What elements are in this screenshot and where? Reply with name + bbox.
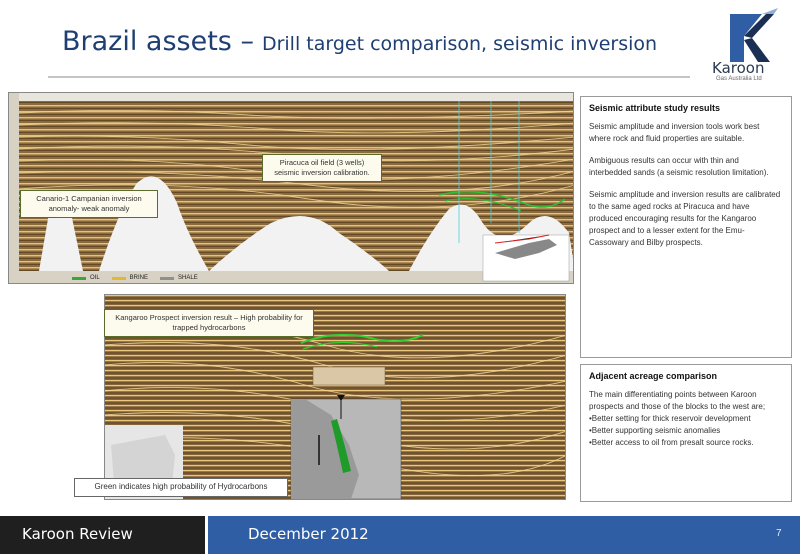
seismic-section-top <box>8 92 574 284</box>
legend-item-oil: OIL <box>72 275 100 281</box>
panel-seismic-para-1: Seismic amplitude and inversion tools wo… <box>589 122 760 143</box>
slide-title: Brazil assets – Drill target comparison,… <box>62 26 657 66</box>
panel-seismic-results: Seismic attribute study results Seismic … <box>580 96 792 358</box>
panel-acreage-comparison: Adjacent acreage comparison The main dif… <box>580 364 792 502</box>
fluid-legend: OIL BRINE SHALE <box>72 275 198 281</box>
panel-acreage-bullet-2: •Better supporting seismic anomalies <box>589 426 721 435</box>
footer-title: Karoon Review <box>22 525 133 543</box>
footer-left-block: Karoon Review <box>0 516 205 554</box>
panel-acreage-bullet-3: •Better access to oil from presalt sourc… <box>589 438 754 447</box>
callout-canario-text: Canario-1 Campanian inversion anomaly- w… <box>36 194 142 214</box>
panel-acreage-intro: The main differentiating points between … <box>589 390 766 411</box>
legend-label-shale: SHALE <box>178 275 198 281</box>
legend-swatch-oil <box>72 276 86 280</box>
callout-green-hydrocarbons: Green indicates high probability of Hydr… <box>74 478 288 497</box>
legend-item-brine: BRINE <box>111 275 149 281</box>
panel-seismic-para-3: Seismic amplitude and inversion results … <box>589 190 781 247</box>
panel-acreage-bullet-1: •Better setting for thick reservoir deve… <box>589 414 751 423</box>
panel-seismic-heading: Seismic attribute study results <box>589 103 721 113</box>
legend-label-oil: OIL <box>90 275 100 281</box>
panel-acreage-heading: Adjacent acreage comparison <box>589 371 718 381</box>
title-main: Brazil assets – <box>62 26 254 57</box>
page-number: 7 <box>776 528 782 539</box>
legend-swatch-brine <box>111 276 126 280</box>
logo-tagline: Gas Australia Ltd <box>716 76 762 82</box>
callout-kangaroo-text: Kangaroo Prospect inversion result – Hig… <box>115 313 303 333</box>
logo-name: Karoon <box>712 59 765 77</box>
callout-kangaroo: Kangaroo Prospect inversion result – Hig… <box>104 309 314 338</box>
callout-piracuca-text: Piracuca oil field (3 wells) seismic inv… <box>274 158 370 178</box>
panel-seismic-para-2: Ambiguous results can occur with thin an… <box>589 156 769 177</box>
legend-item-shale: SHALE <box>160 275 198 281</box>
title-divider <box>48 76 690 78</box>
karoon-logo-icon <box>730 8 778 62</box>
legend-label-brine: BRINE <box>129 275 149 281</box>
footer-separator <box>205 516 208 554</box>
callout-green-text: Green indicates high probability of Hydr… <box>94 482 268 491</box>
callout-canario: Canario-1 Campanian inversion anomaly- w… <box>20 190 158 219</box>
callout-piracuca: Piracuca oil field (3 wells) seismic inv… <box>262 154 382 183</box>
title-subtitle: Drill target comparison, seismic inversi… <box>261 33 658 55</box>
legend-swatch-shale <box>160 276 175 280</box>
footer-date: December 2012 <box>248 525 369 543</box>
